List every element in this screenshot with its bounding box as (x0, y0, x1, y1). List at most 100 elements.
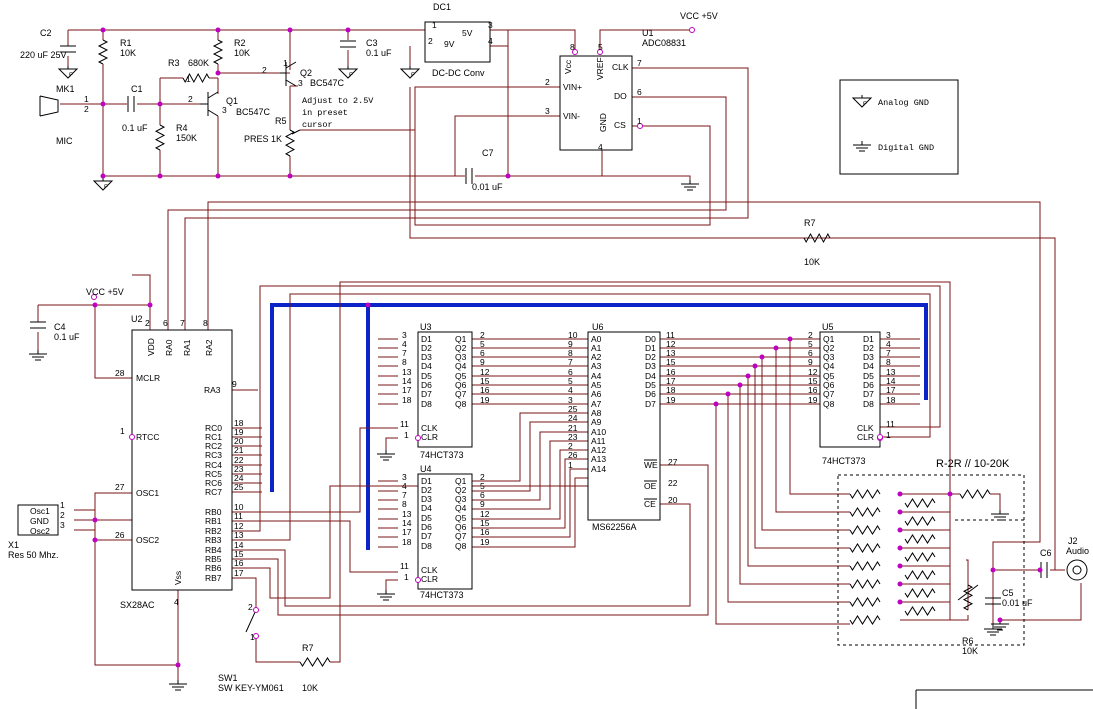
u5-pin-clk: CLK (857, 423, 874, 433)
pinnum: 2 (545, 77, 550, 87)
u2-pin-osc2: OSC2 (136, 535, 159, 545)
u6-pinnum: 15 (666, 357, 676, 367)
u4-pinnum: 8 (402, 499, 407, 509)
u2-pin-osc1: OSC1 (136, 488, 159, 498)
c5-ref: C5 (1002, 588, 1014, 598)
u1-pin-vcc: Vcc (563, 59, 573, 74)
junction-dot (157, 101, 163, 107)
r3-value: 680K (188, 58, 209, 68)
u6-pinnum: 4 (568, 385, 573, 395)
junction-dot (287, 27, 293, 33)
u4-pinnum: 1 (404, 572, 409, 582)
u6-pinnum: 25 (568, 404, 578, 414)
junction-dot (897, 545, 903, 551)
u6-pinnum: 18 (666, 385, 676, 395)
pinnum: 28 (115, 368, 125, 378)
u5-pin-d: D4 (863, 361, 874, 371)
u4-pin-clr: CLR (421, 574, 438, 584)
u2-pin-ra1: RA1 (182, 339, 192, 356)
u5-pin-d: D2 (863, 343, 874, 353)
open-terminal (689, 27, 695, 33)
pinnum: 1 (120, 426, 125, 436)
r6-ref: R6 (962, 636, 974, 646)
r6-resistor (962, 584, 974, 611)
r5-note-3: cursor (302, 120, 333, 130)
u3-pinnum: 16 (480, 385, 490, 395)
open-terminal (129, 434, 135, 440)
u3-ref: U3 (420, 322, 432, 332)
audio-jack-tip (1072, 565, 1082, 575)
junction-dot (215, 70, 221, 76)
r4-resistor (154, 124, 166, 151)
junction-dot (713, 401, 719, 407)
u2-pinnum: 18 (234, 418, 244, 428)
r7a-resistor (803, 232, 831, 244)
u4-pin-d: D8 (421, 541, 432, 551)
pinnum: 1 (432, 20, 437, 30)
u5-pin-q: Q3 (823, 352, 835, 362)
u2-pin-rc0: RC0 (205, 423, 222, 433)
u3-pin-q: Q5 (455, 371, 467, 381)
r2r-resistor (849, 597, 881, 607)
q1-transistor (200, 91, 219, 117)
pinnum: 1 (250, 632, 255, 642)
u2-pin-ra0: RA0 (164, 339, 174, 356)
r7a-value: 10K (804, 257, 820, 267)
u5-pinnum: 5 (808, 339, 813, 349)
pinnum: 6 (637, 87, 642, 97)
u2-pinnum: 19 (234, 427, 244, 437)
r2r-resistor (849, 615, 881, 625)
gnd-u3 (377, 450, 395, 461)
c6-ref: C6 (1040, 548, 1052, 558)
junction-dot (737, 382, 743, 388)
x1-value: Res 50 Mhz. (8, 550, 59, 560)
u6-pin-d4: D4 (645, 371, 656, 381)
u3-pinnum: 12 (480, 367, 490, 377)
u2-pinnum: 21 (234, 445, 244, 455)
u2-pinnum: 12 (234, 521, 244, 531)
u3-pin-d: D2 (421, 343, 432, 353)
u6-pin-we-n: 27 (668, 457, 678, 467)
u5-value: 74HCT373 (822, 456, 866, 466)
u1-value: ADC08831 (642, 38, 686, 48)
u6-pin-a12: A12 (591, 445, 606, 455)
r1-resistor (97, 39, 109, 65)
junction-dot (1037, 567, 1043, 573)
open-terminal (253, 607, 259, 613)
pinnum: 7 (180, 318, 185, 328)
u2-pin-ra2: RA2 (204, 339, 214, 356)
u3-pin-d: D6 (421, 380, 432, 390)
u4-pin-clk: CLK (421, 565, 438, 575)
u3-pinnum: 19 (480, 395, 490, 405)
u6-pinnum: 13 (666, 348, 676, 358)
c1-capacitor (127, 96, 135, 112)
r2-value: 10K (234, 48, 250, 58)
pinnum: 1 (84, 94, 89, 104)
u1-pin-cs: CS (614, 120, 626, 130)
u2-pinnum: 16 (234, 558, 244, 568)
u3-value: 74HCT373 (420, 450, 464, 460)
u5-pinnum: 4 (886, 339, 891, 349)
dc1-ref: DC1 (433, 2, 451, 12)
u6-pin-we: WE (644, 460, 658, 470)
u4-pinnum: 9 (480, 499, 485, 509)
r3-resistor (182, 72, 210, 84)
u6-pin-oe: OE (644, 481, 657, 491)
u6-pin-a1: A1 (591, 343, 602, 353)
r2r-resistor (849, 525, 881, 535)
junction-dot (92, 517, 98, 523)
x1-ref: X1 (8, 540, 19, 550)
junction-dot (897, 581, 903, 587)
gnd-u2 (169, 680, 187, 691)
u6-ref: U6 (592, 322, 604, 332)
junction-dot (147, 302, 153, 308)
u5-pin-d: D7 (863, 389, 874, 399)
u3-pinnum: 14 (402, 376, 412, 386)
r4-value: 150K (176, 133, 197, 143)
r7a-ref: R7 (804, 218, 816, 228)
junction-dot (787, 336, 793, 342)
pinnum: 3 (60, 520, 65, 530)
u4-pinnum: 19 (480, 537, 490, 547)
junction-dot (725, 391, 731, 397)
